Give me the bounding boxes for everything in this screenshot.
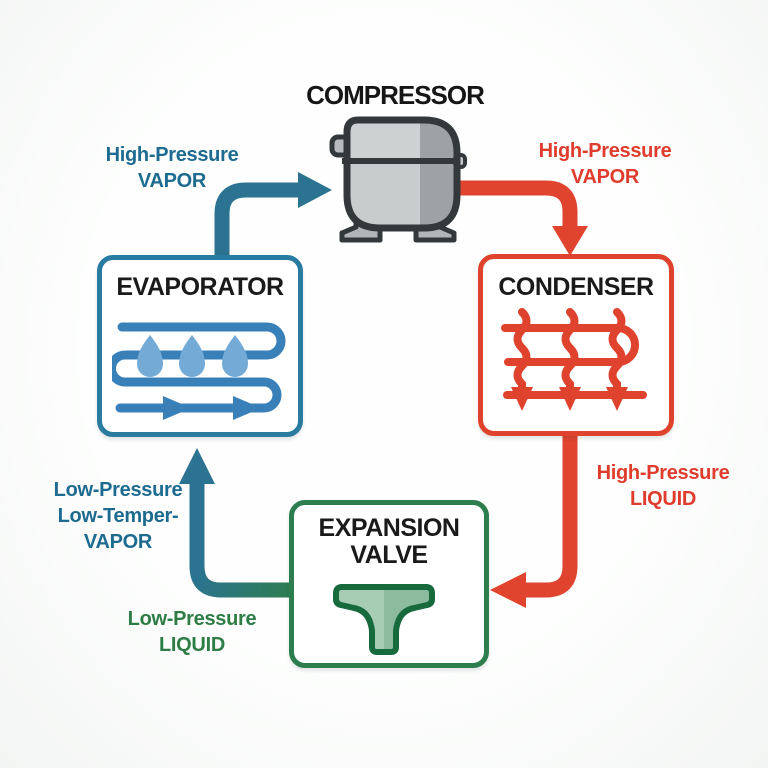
condenser-label: CONDENSER — [498, 273, 654, 301]
expansion-valve-label-line2: VALVE — [350, 541, 428, 569]
droplet-icon — [179, 335, 205, 377]
evaporator-box: EVAPORATOR — [97, 255, 303, 437]
label-low-pressure-vapor: Low-Pressure Low-Temper- VAPOR — [53, 479, 183, 553]
arrow-left-icon — [490, 572, 526, 608]
arrow-down-icon — [552, 226, 588, 256]
label-low-pressure-liquid: Low-Pressure LIQUID — [127, 608, 257, 656]
arrow-up-icon — [179, 448, 215, 484]
pipe-condenser-to-expansion — [490, 430, 578, 608]
condenser-coil-icon — [501, 308, 647, 411]
pipe-expansion-to-evaporator — [179, 448, 294, 598]
pipe-compressor-to-condenser — [448, 180, 588, 256]
expansion-valve-icon — [333, 584, 435, 655]
expansion-valve-box: EXPANSION VALVE — [289, 500, 489, 668]
compressor-title: COMPRESSOR — [306, 80, 485, 110]
droplet-icon — [222, 335, 248, 377]
droplet-icon — [137, 335, 163, 377]
label-high-pressure-liquid: High-Pressure LIQUID — [596, 462, 730, 510]
condenser-box: CONDENSER — [478, 254, 674, 436]
expansion-valve-label-line1: EXPANSION — [318, 514, 460, 542]
label-high-pressure-vapor-right: High-Pressure VAPOR — [538, 140, 672, 188]
pipe-evaporator-to-compressor — [214, 172, 332, 290]
compressor-icon — [329, 116, 467, 243]
evaporator-label: EVAPORATOR — [116, 273, 284, 301]
evaporator-coil-icon — [112, 322, 286, 420]
arrow-right-icon — [298, 172, 332, 208]
label-high-pressure-vapor-left: High-Pressure VAPOR — [105, 144, 239, 192]
